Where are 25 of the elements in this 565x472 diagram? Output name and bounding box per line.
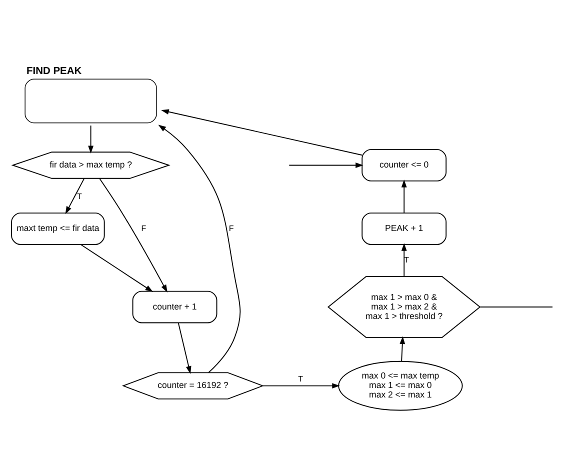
edge-label: F xyxy=(141,224,146,233)
arrow xyxy=(262,383,340,389)
arrow xyxy=(80,244,154,292)
connector xyxy=(480,306,553,308)
arrow xyxy=(65,178,85,214)
edge-label: T xyxy=(77,192,82,202)
node-box: maxt temp <= fir data xyxy=(11,212,105,245)
arrow xyxy=(288,162,364,168)
arrow xyxy=(178,322,192,374)
arrow xyxy=(88,125,94,154)
node-box: counter <= 0 xyxy=(362,149,447,182)
node-ellipse: max 0 <= max temp max 1 <= max 0 max 2 <= max 1 xyxy=(338,360,463,411)
arrow xyxy=(158,124,241,373)
node-box: counter + 1 xyxy=(132,290,218,324)
arrow xyxy=(400,336,406,362)
arrow xyxy=(401,243,407,277)
node-box: PEAK + 1 xyxy=(362,212,447,245)
edge-label: T xyxy=(404,256,410,265)
node-box xyxy=(24,78,157,124)
edge-label: T xyxy=(298,374,304,384)
edge-label: F xyxy=(228,224,234,233)
arrow xyxy=(98,178,168,293)
arrow xyxy=(401,180,407,214)
arrow xyxy=(161,109,363,156)
node-label: FIND PEAK xyxy=(26,66,82,78)
